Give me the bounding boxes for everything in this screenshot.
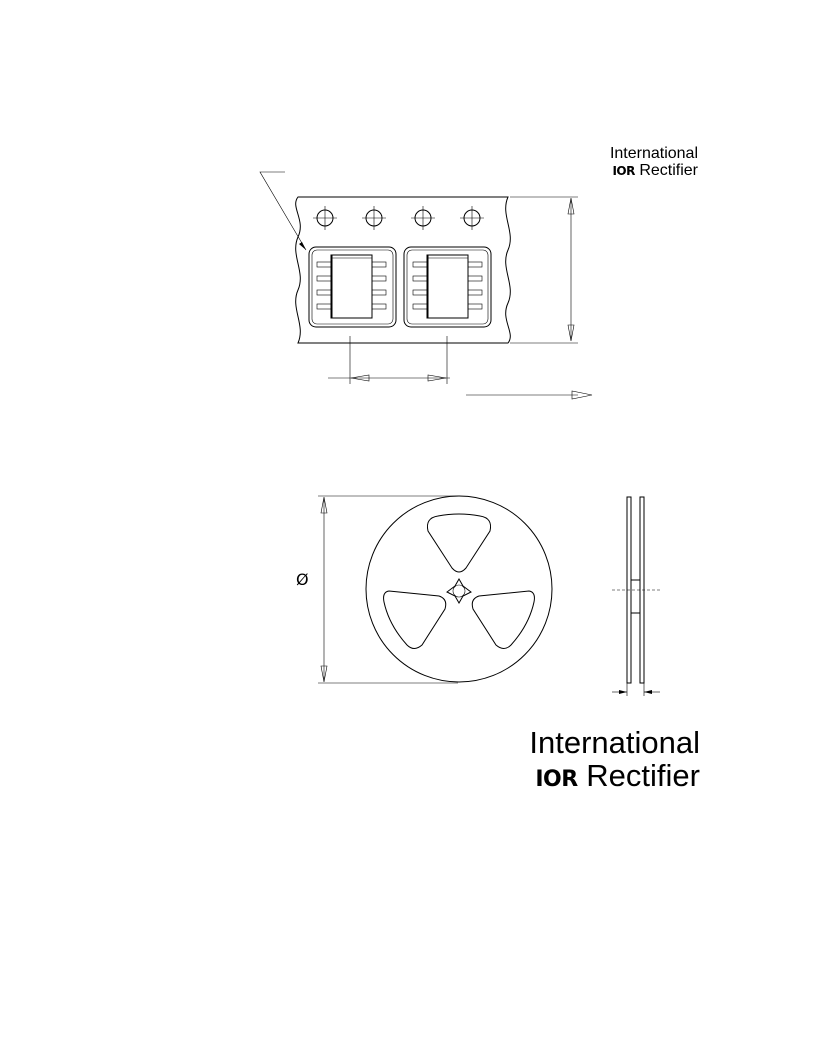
reel-diameter-dimension	[318, 495, 458, 684]
component-pocket-2	[403, 246, 492, 328]
reel-width-dimension	[612, 690, 660, 694]
ior-logo-mark: IOR	[612, 164, 635, 178]
ic-leads-left	[412, 261, 428, 310]
feed-direction-arrow	[466, 390, 593, 400]
logo-word-rectifier: Rectifier	[639, 162, 698, 179]
reel-hub	[446, 577, 472, 605]
pin1-leader-line	[259, 171, 307, 251]
reel-outer-flange	[365, 495, 553, 683]
ic-leads-left	[316, 261, 332, 310]
carrier-tape	[259, 171, 593, 400]
sprocket-hole	[313, 206, 337, 230]
pocket-pitch-dimension	[328, 336, 450, 384]
logo-word-international: International	[529, 725, 700, 760]
tape-outline	[295, 196, 511, 344]
logo-word-rectifier: Rectifier	[586, 758, 700, 793]
logo-line-rectifier: IOR Rectifier	[610, 163, 698, 179]
sprocket-hole	[362, 206, 386, 230]
component-pocket-1	[308, 246, 397, 328]
reel-cutout	[427, 513, 491, 573]
sprocket-hole	[411, 206, 435, 230]
reel-front-view	[318, 495, 553, 684]
tape-width-dimension	[510, 196, 578, 344]
ior-logo-mark: IOR	[535, 767, 578, 792]
logo-word-international: International	[609, 145, 698, 162]
ic-leads-right	[371, 261, 387, 310]
reel-cutout	[383, 590, 447, 649]
ic-leads-right	[467, 261, 483, 310]
brand-logo-bottom: International IOR Rectifier	[529, 727, 700, 791]
brand-logo-top: International IOR Rectifier	[610, 146, 698, 179]
reel-cutout	[471, 590, 535, 649]
diameter-symbol: Ø	[296, 570, 309, 589]
reel-side-view	[612, 496, 660, 696]
sprocket-holes	[313, 206, 484, 230]
logo-line-rectifier: IOR Rectifier	[529, 760, 700, 791]
sprocket-hole	[460, 206, 484, 230]
